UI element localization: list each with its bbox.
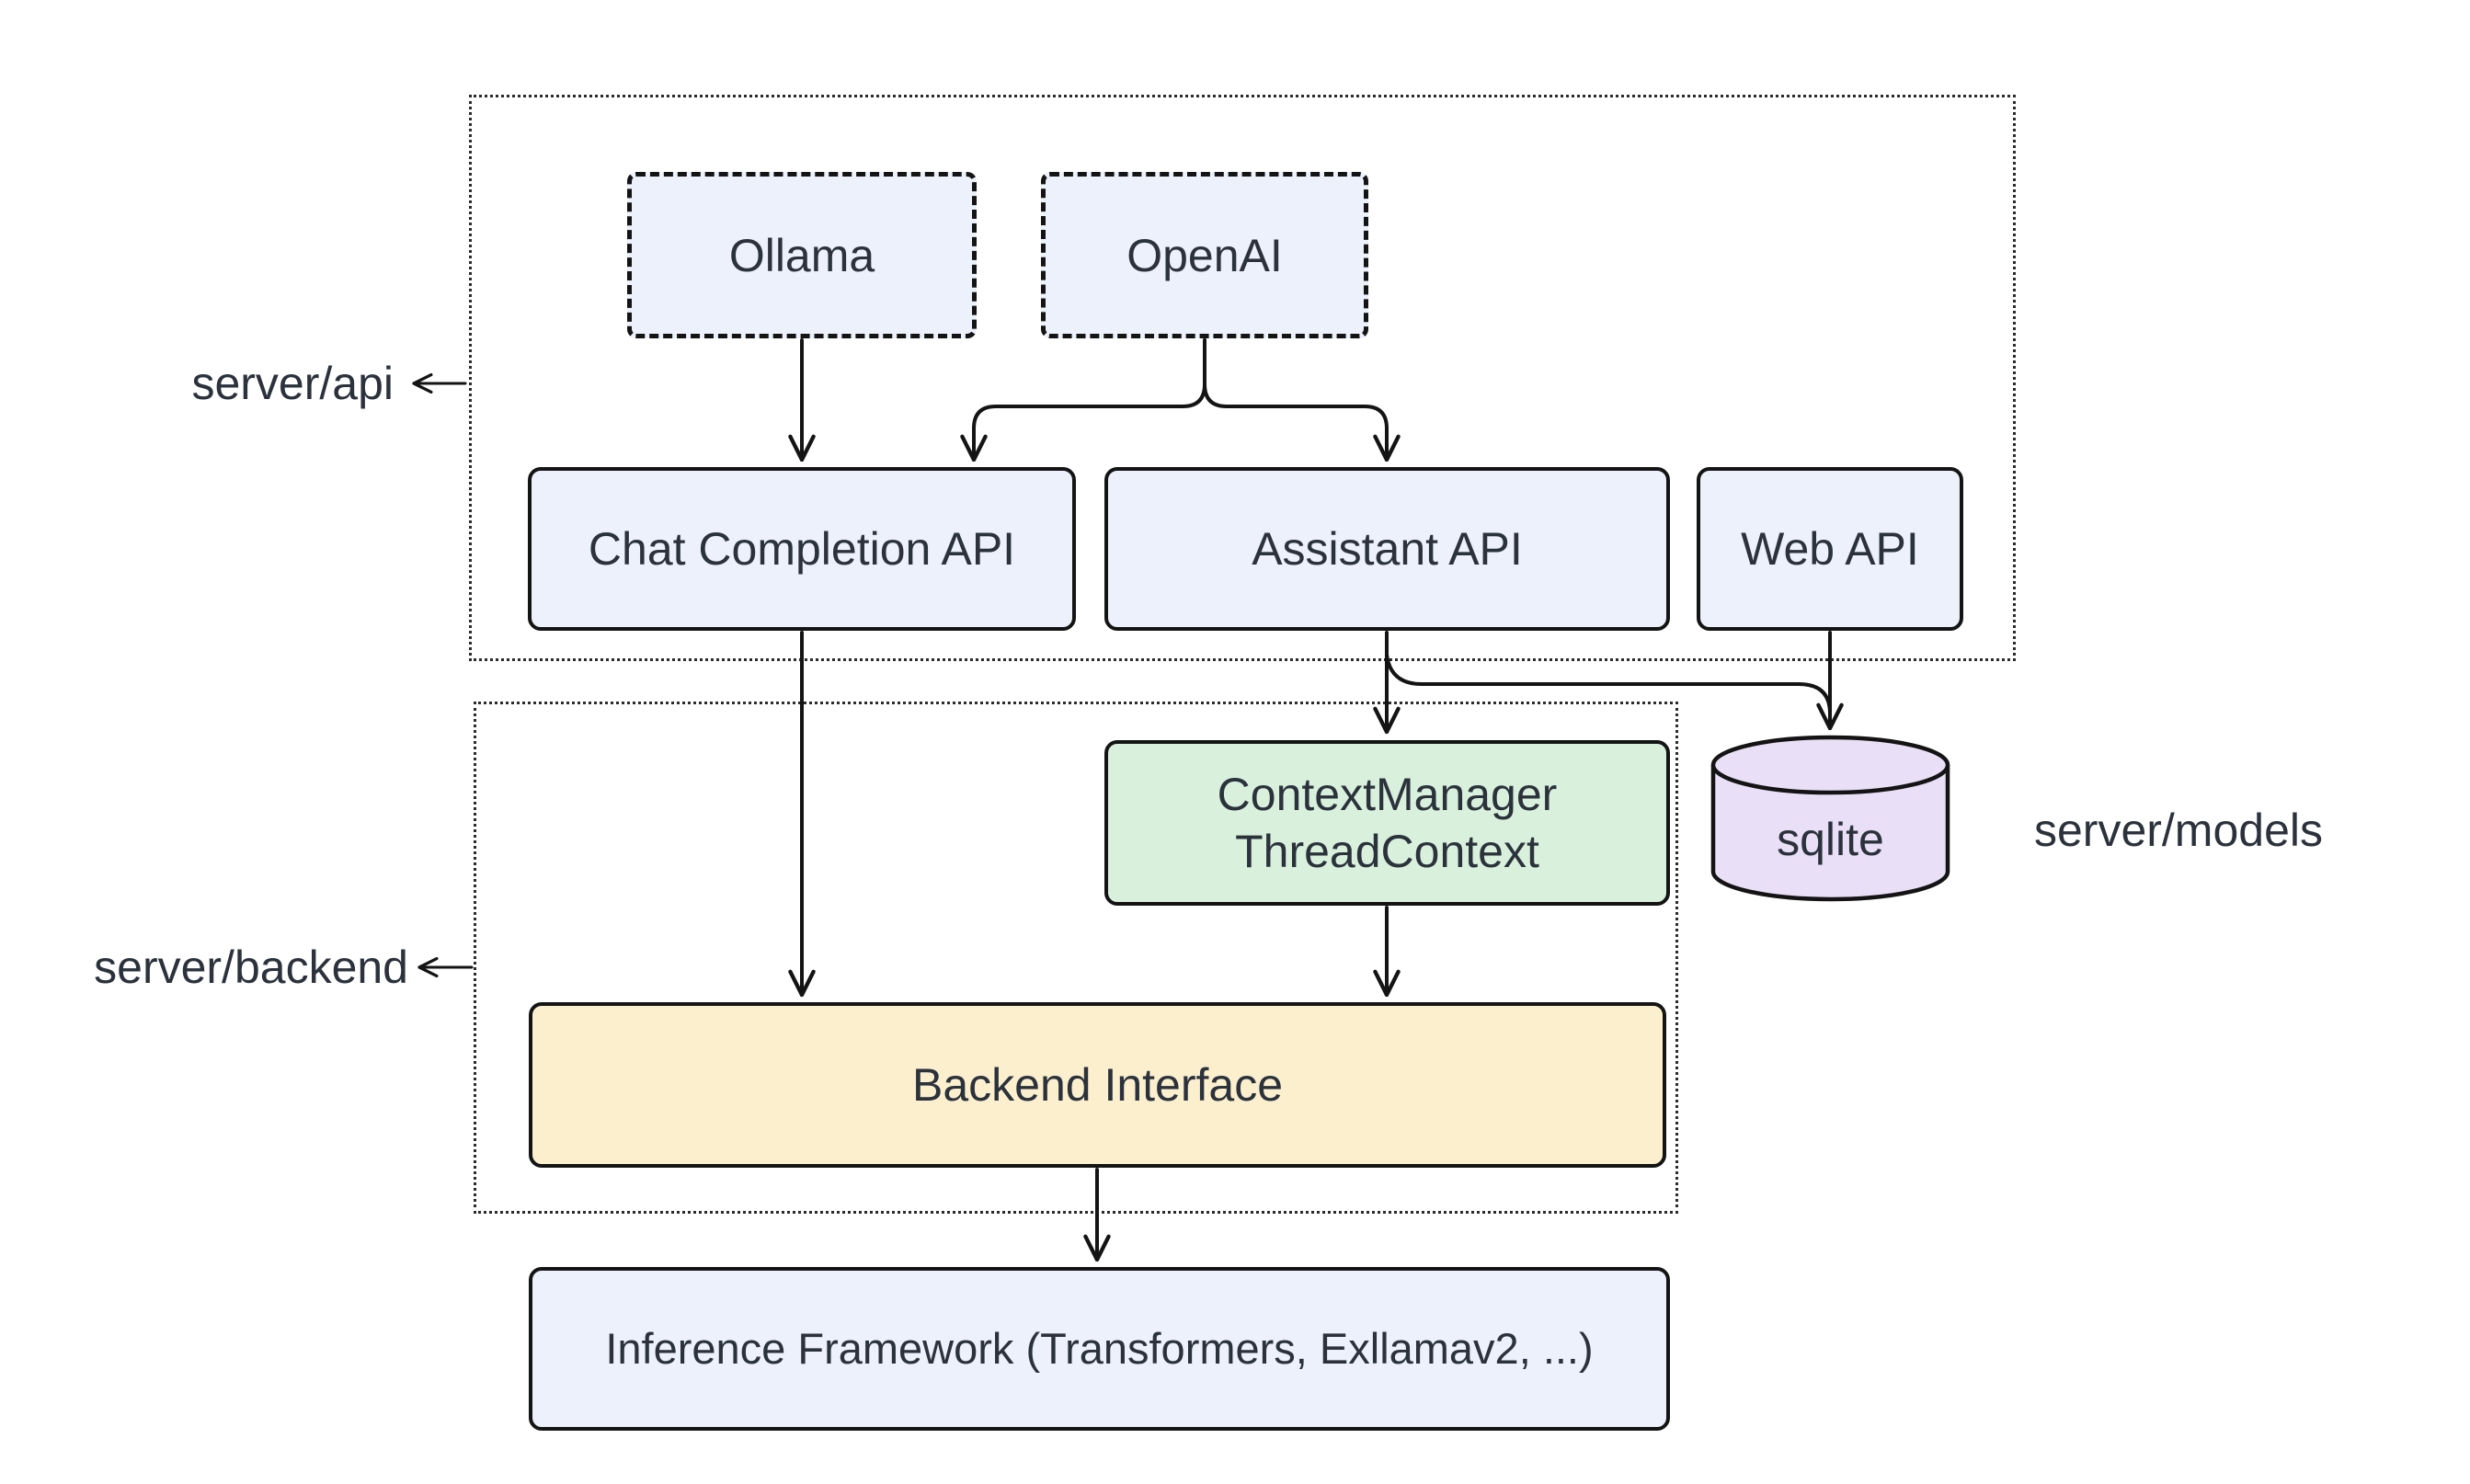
node-chat-completion-api: Chat Completion API bbox=[528, 467, 1076, 631]
node-sqlite-label: sqlite bbox=[1777, 814, 1884, 865]
server-backend-label: server/backend bbox=[94, 942, 408, 993]
node-inference-framework-label: Inference Framework (Transformers, Exlla… bbox=[605, 1324, 1594, 1373]
node-inference-framework: Inference Framework (Transformers, Exlla… bbox=[529, 1267, 1670, 1431]
sqlite-cylinder-top bbox=[1710, 735, 1950, 795]
node-assistant-api: Assistant API bbox=[1104, 467, 1670, 631]
node-web-api: Web API bbox=[1697, 467, 1963, 631]
node-context-manager: ContextManager ThreadContext bbox=[1104, 740, 1670, 906]
node-web-api-label: Web API bbox=[1741, 523, 1919, 575]
server-backend-group-border bbox=[474, 702, 1678, 1214]
node-backend-interface-label: Backend Interface bbox=[911, 1059, 1284, 1111]
node-context-manager-line1: ContextManager bbox=[1217, 769, 1558, 820]
server-models-label: server/models bbox=[2034, 805, 2323, 856]
node-context-manager-line2: ThreadContext bbox=[1235, 826, 1539, 877]
node-ollama-label: Ollama bbox=[728, 229, 875, 281]
node-backend-interface: Backend Interface bbox=[529, 1002, 1666, 1168]
node-assistant-api-label: Assistant API bbox=[1252, 523, 1523, 575]
node-openai-label: OpenAI bbox=[1126, 229, 1283, 281]
node-openai: OpenAI bbox=[1041, 172, 1368, 338]
server-api-group-border bbox=[469, 95, 2016, 661]
server-api-label: server/api bbox=[191, 358, 394, 409]
node-chat-completion-api-label: Chat Completion API bbox=[588, 523, 1016, 575]
node-ollama: Ollama bbox=[627, 172, 977, 338]
